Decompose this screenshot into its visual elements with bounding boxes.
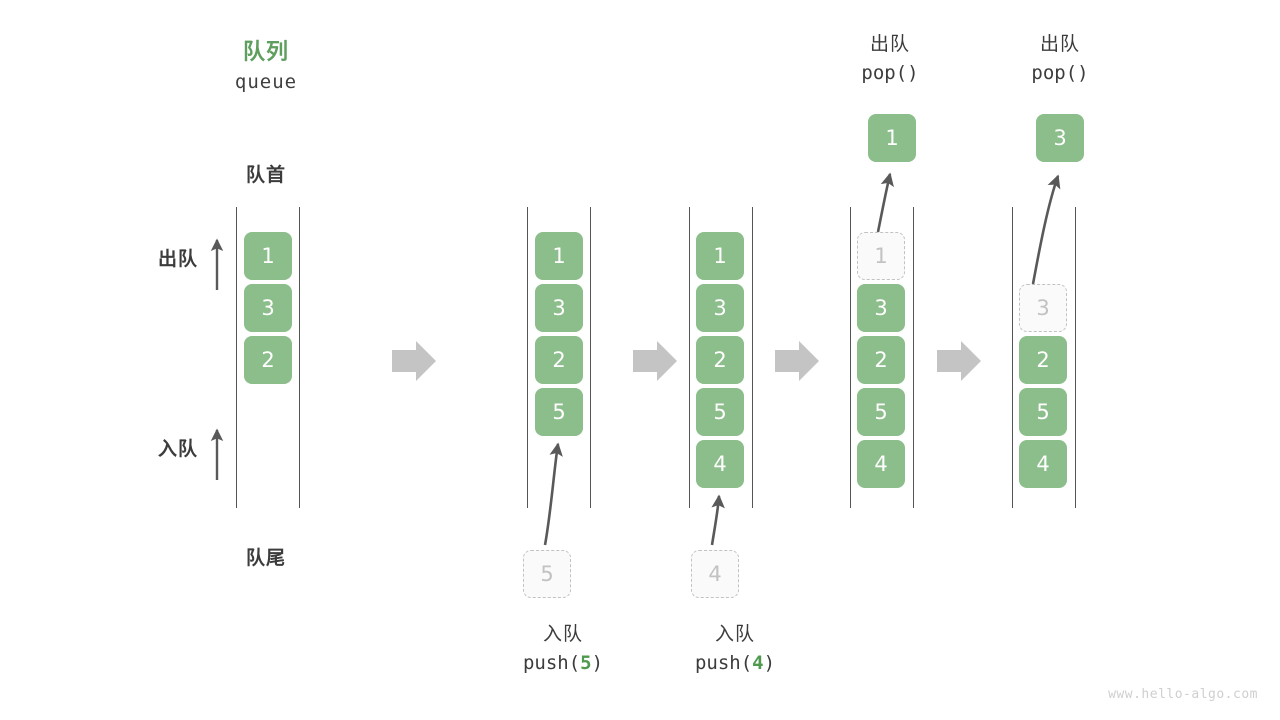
popped-element: 1 — [868, 114, 916, 162]
operation-code-arg: 4 — [752, 652, 764, 675]
enqueue-direction-label: 入队 — [157, 438, 198, 460]
queue-cell: 2 — [696, 336, 744, 384]
operation-caption-push5: 入队 push(5) — [463, 620, 663, 679]
operation-caption-cn: 出队 — [1039, 33, 1080, 55]
queue-rail-right-initial — [299, 207, 300, 508]
queue-cell: 4 — [857, 440, 905, 488]
queue-rail-left-push4 — [689, 207, 690, 508]
queue-cell: 4 — [1019, 440, 1067, 488]
flow-arrow-icon — [775, 341, 819, 381]
queue-cell: 2 — [1019, 336, 1067, 384]
operation-caption-push4: 入队 push(4) — [635, 620, 835, 679]
incoming-element-ghost: 5 — [523, 550, 571, 598]
pop-arrow-3 — [1031, 174, 1061, 285]
queue-cell: 1 — [535, 232, 583, 280]
operation-caption-code: push(4) — [635, 649, 835, 678]
queue-rail-right-push4 — [752, 207, 753, 508]
operation-code-head: push( — [522, 652, 581, 675]
queue-rail-left-pop1 — [850, 207, 851, 508]
queue-cell: 2 — [244, 336, 292, 384]
queue-cell: 3 — [696, 284, 744, 332]
queue-cell: 1 — [244, 232, 292, 280]
operation-caption-cn: 入队 — [542, 623, 583, 645]
push-arrow-4 — [710, 494, 725, 546]
queue-rail-left-push5 — [527, 207, 528, 508]
queue-rail-left-pop3 — [1012, 207, 1013, 508]
queue-rail-left-initial — [236, 207, 237, 508]
queue-cell: 3 — [244, 284, 292, 332]
queue-cell: 3 — [857, 284, 905, 332]
operation-caption-code: push(5) — [463, 649, 663, 678]
flow-arrow-icon — [633, 341, 677, 381]
queue-rail-right-push5 — [590, 207, 591, 508]
operation-code-tail: ) — [591, 652, 604, 675]
operation-code-tail: ) — [763, 652, 776, 675]
queue-cell: 1 — [696, 232, 744, 280]
queue-cell: 5 — [696, 388, 744, 436]
queue-cell-new: 5 — [535, 388, 583, 436]
push-arrow-5 — [543, 442, 563, 546]
incoming-element-ghost: 4 — [691, 550, 739, 598]
operation-caption-code: pop() — [861, 62, 919, 85]
queue-cell-new: 4 — [696, 440, 744, 488]
watermark: www.hello-algo.com — [1108, 687, 1258, 702]
operation-caption-cn: 出队 — [869, 33, 910, 55]
front-label: 队首 — [245, 164, 286, 186]
pop-arrow-1 — [876, 172, 894, 233]
queue-rail-right-pop3 — [1075, 207, 1076, 508]
queue-rail-right-pop1 — [913, 207, 914, 508]
operation-code-arg: 5 — [580, 652, 592, 675]
rear-label: 队尾 — [245, 547, 286, 569]
queue-cell-removed: 1 — [857, 232, 905, 280]
flow-arrow-icon — [937, 341, 981, 381]
operation-caption-cn: 入队 — [714, 623, 755, 645]
flow-arrow-icon — [392, 341, 436, 381]
queue-cell: 2 — [535, 336, 583, 384]
operation-caption-code: pop() — [1031, 62, 1089, 85]
queue-cell: 5 — [857, 388, 905, 436]
queue-cell-removed: 3 — [1019, 284, 1067, 332]
queue-cell: 5 — [1019, 388, 1067, 436]
operation-code-head: push( — [694, 652, 753, 675]
queue-cell: 2 — [857, 336, 905, 384]
queue-cell: 3 — [535, 284, 583, 332]
operation-caption-pop3: 出队 pop() — [980, 30, 1140, 89]
dequeue-direction-label: 出队 — [157, 248, 198, 270]
diagram-title-cn: 队列 — [242, 40, 289, 65]
popped-element: 3 — [1036, 114, 1084, 162]
operation-caption-pop1: 出队 pop() — [810, 30, 970, 89]
diagram-title-en: queue — [234, 71, 298, 93]
